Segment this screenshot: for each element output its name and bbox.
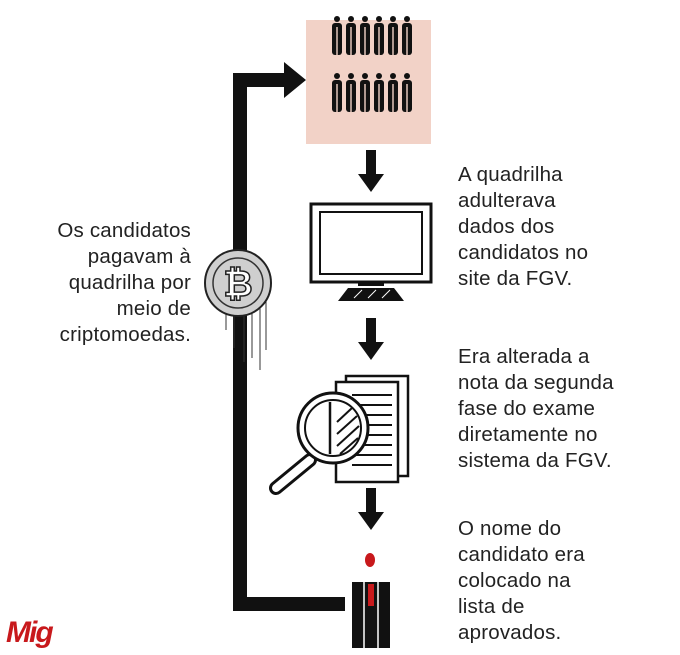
brand-logo: Mig [6, 616, 54, 649]
arrow-down-icon [358, 150, 384, 192]
caption-payment: Os candidatos pagavam à quadrilha por me… [57, 219, 191, 346]
return-arrow [233, 62, 345, 611]
svg-text:₿: ₿ [223, 264, 252, 305]
caption-approved: O nome do candidato era colocado na list… [458, 517, 585, 644]
arrow-down-icon [358, 318, 384, 360]
document-magnifier-icon [269, 374, 410, 495]
person-icon [352, 553, 390, 648]
gang-icon [306, 15, 431, 144]
arrow-down-icon [358, 488, 384, 530]
caption-tamper: A quadrilha adulterava dados dos candida… [458, 163, 589, 290]
monitor-icon [309, 202, 433, 301]
bitcoin-coin-icon: ₿ [204, 249, 272, 370]
caption-grade: Era alterada a nota da segunda fase do e… [458, 345, 614, 472]
